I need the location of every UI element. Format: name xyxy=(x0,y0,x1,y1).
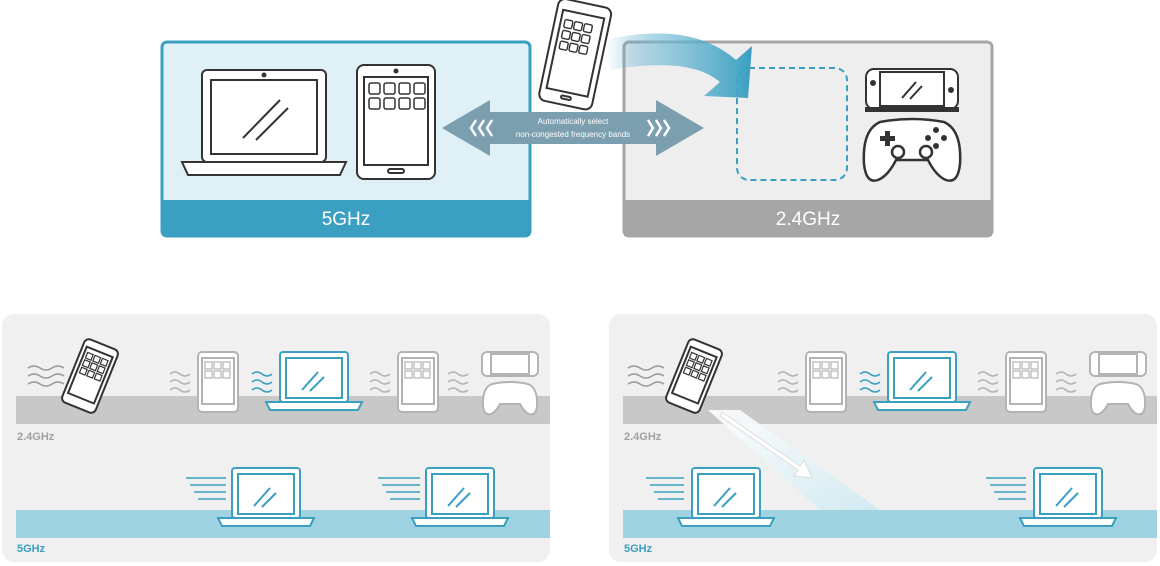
signal-wave-icon xyxy=(169,371,191,393)
signal-wave-icon xyxy=(627,365,665,387)
signal-wave-icon xyxy=(251,371,273,393)
band-label-24ghz-right: 2.4GHz xyxy=(624,431,662,443)
signal-wave-icon xyxy=(27,365,65,387)
tablet-icon xyxy=(356,64,436,180)
tablet-icon xyxy=(805,351,847,413)
dashed-slot xyxy=(736,67,848,181)
handheld-console-icon xyxy=(481,351,539,377)
smartphone-icon xyxy=(61,338,119,414)
laptop-icon xyxy=(1018,467,1118,527)
signal-wave-icon xyxy=(777,371,799,393)
laptop-icon xyxy=(216,467,316,527)
gamepad-icon xyxy=(862,117,962,182)
laptop-icon xyxy=(872,351,972,411)
laptop-icon xyxy=(410,467,510,527)
tablet-icon xyxy=(197,351,239,413)
signal-wave-icon xyxy=(186,477,226,500)
signal-wave-icon xyxy=(977,371,999,393)
signal-wave-icon xyxy=(859,371,881,393)
band-label-5ghz-left: 5GHz xyxy=(17,543,46,555)
band-label-24ghz-left: 2.4GHz xyxy=(17,431,55,443)
gamepad-icon xyxy=(481,381,539,416)
double-arrow-icon: Automatically select non-congested frequ… xyxy=(442,100,704,156)
curved-arrow-icon xyxy=(605,33,752,99)
signal-wave-icon xyxy=(646,477,684,500)
signal-wave-icon xyxy=(369,371,391,393)
handheld-console-icon xyxy=(1089,351,1147,377)
band-label-24ghz: 2.4GHz xyxy=(776,209,840,230)
smartphone-icon xyxy=(538,0,613,111)
handheld-console-icon xyxy=(865,68,959,112)
gamepad-icon xyxy=(1089,381,1147,416)
tablet-icon xyxy=(397,351,439,413)
band-label-5ghz: 5GHz xyxy=(322,209,371,230)
signal-wave-icon xyxy=(986,477,1026,500)
scenario-left: 2.4GHz 5GHz xyxy=(2,314,550,562)
signal-wave-icon xyxy=(1055,371,1077,393)
laptop-icon xyxy=(180,69,348,176)
band-label-5ghz-right: 5GHz xyxy=(624,543,653,555)
steering-arrow-icon xyxy=(719,411,813,479)
signal-wave-icon xyxy=(378,477,420,500)
scenario-right: 2.4GHz 5GHz xyxy=(609,314,1157,562)
signal-wave-icon xyxy=(447,371,469,393)
arrow-caption-line1: Automatically select xyxy=(538,117,609,126)
smartphone-icon xyxy=(665,338,723,414)
laptop-icon xyxy=(676,467,776,527)
laptop-icon xyxy=(264,351,364,411)
arrow-caption-line2: non-congested frequency bands xyxy=(516,130,630,139)
tablet-icon xyxy=(1005,351,1047,413)
